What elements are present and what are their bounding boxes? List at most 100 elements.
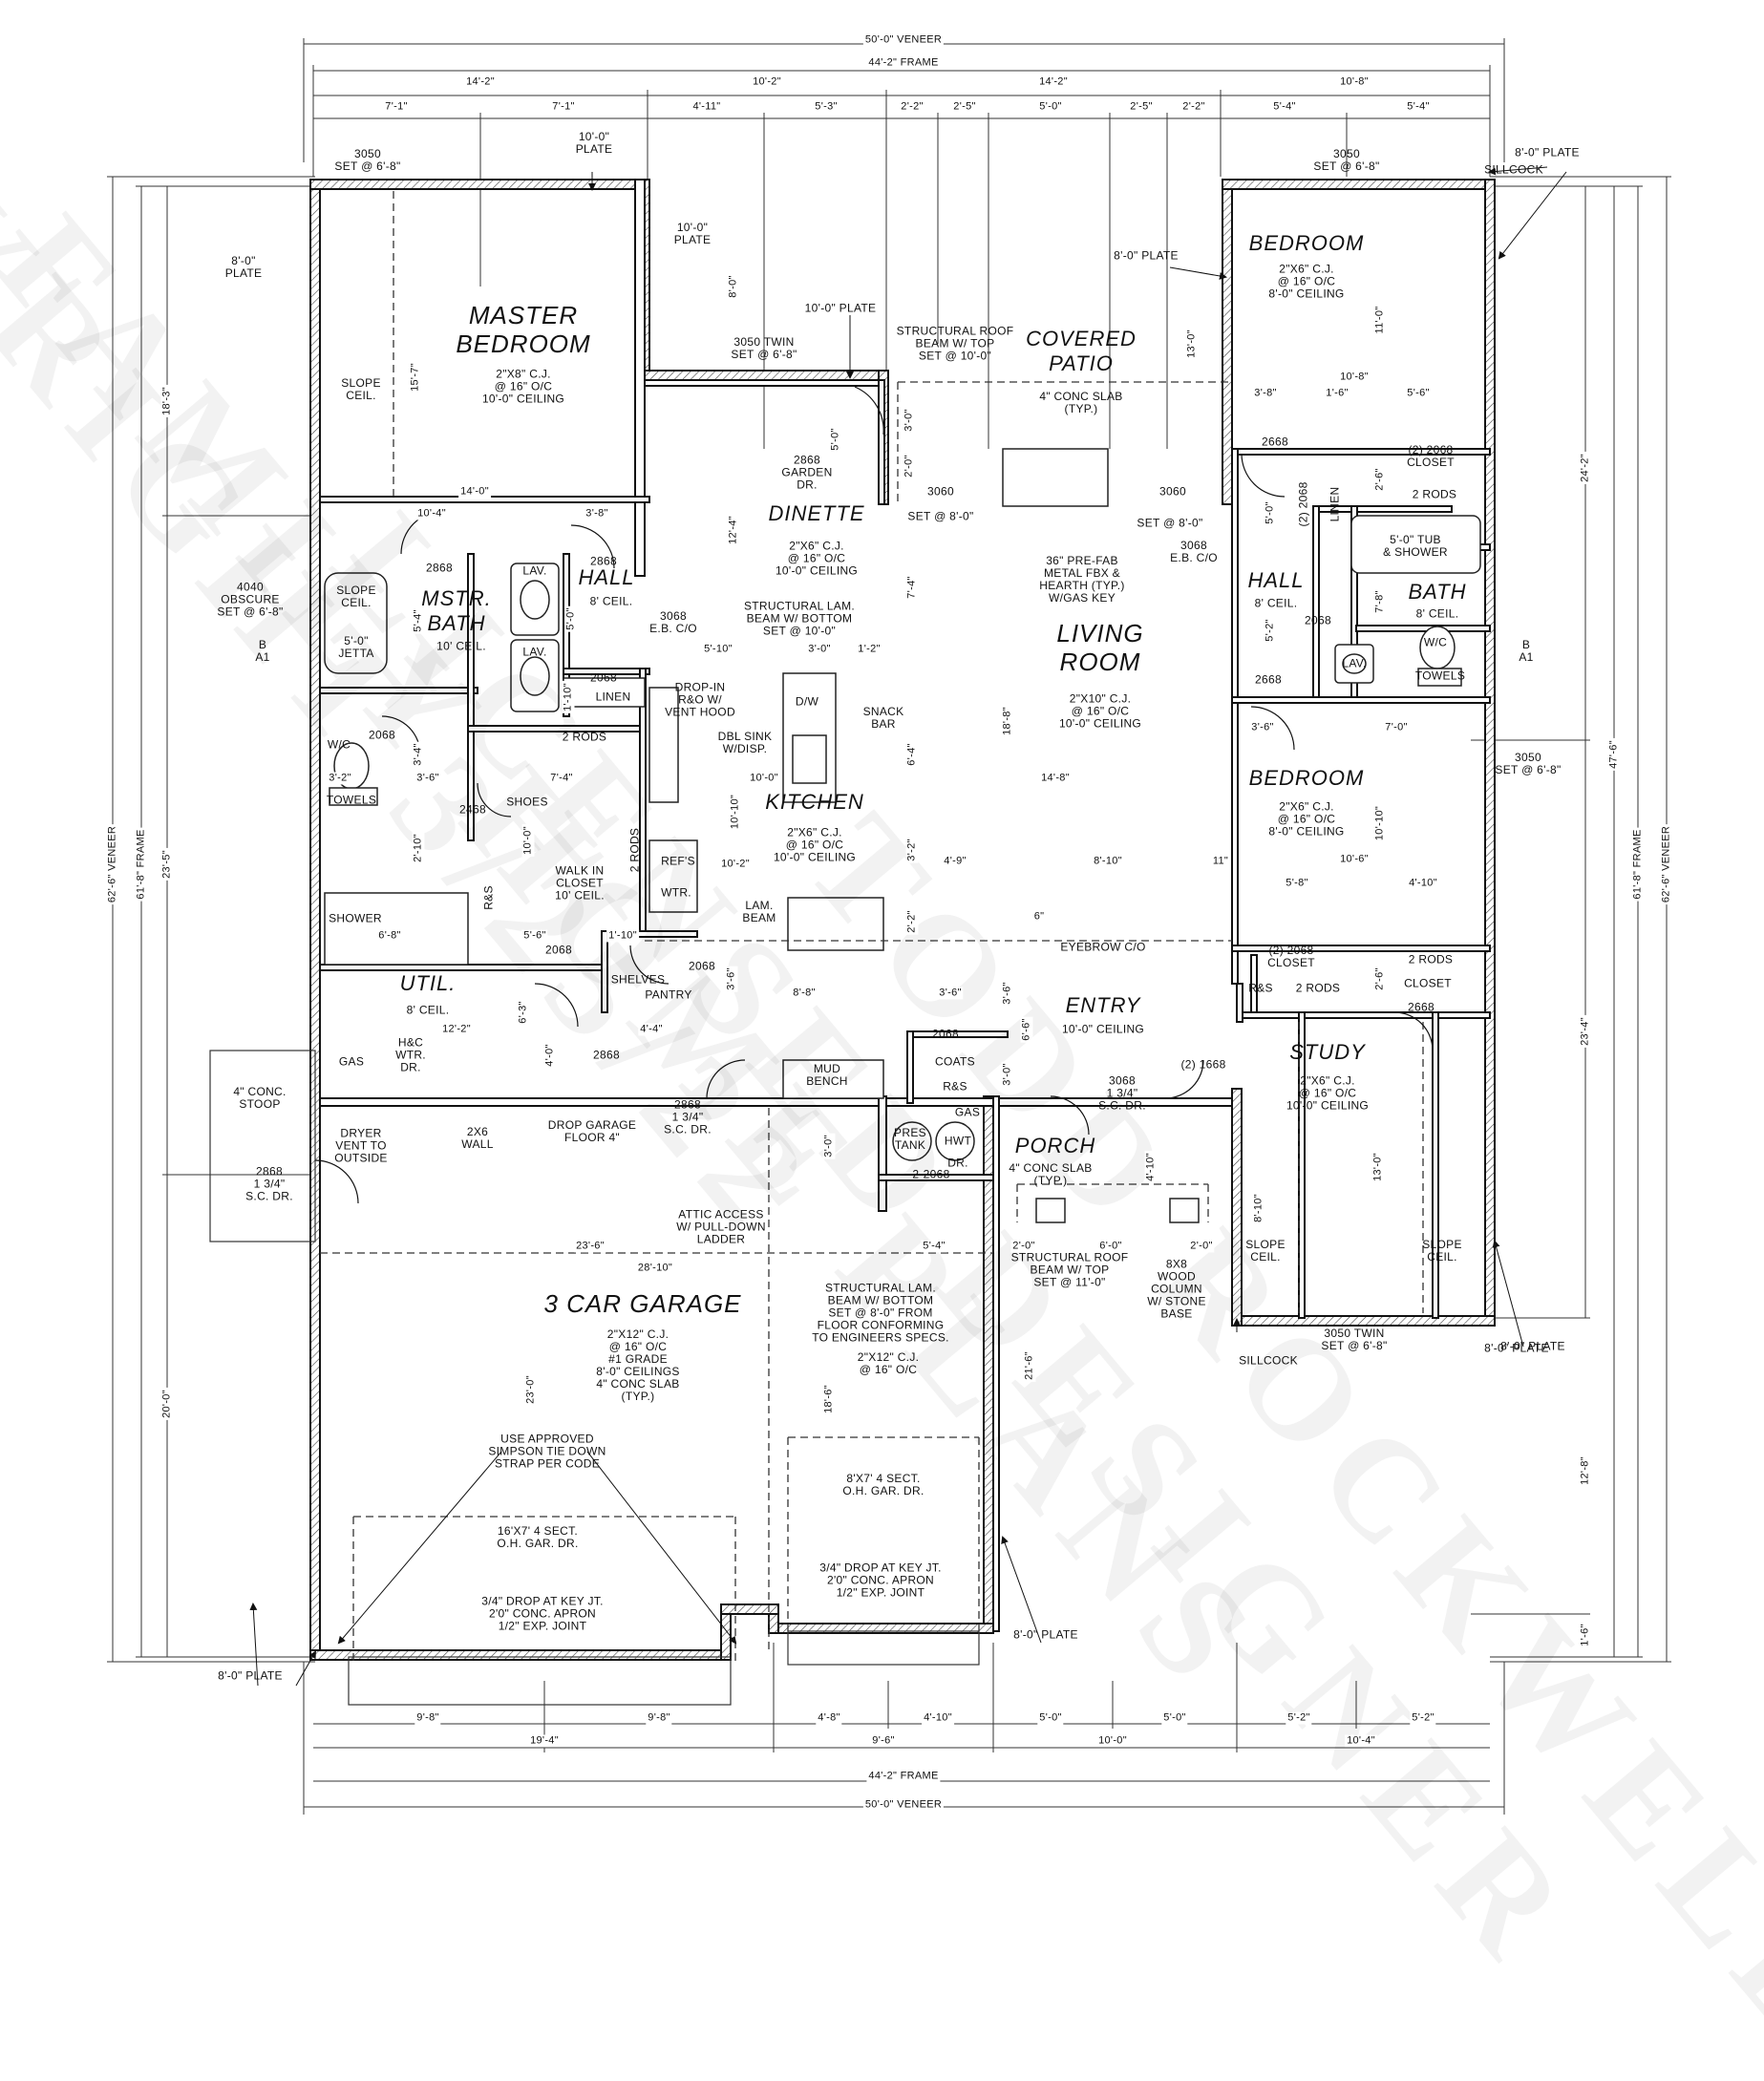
dim-bot-row3: 5'-0" <box>1161 1711 1188 1725</box>
door-2-1668: (2) 1668 <box>1180 1057 1226 1072</box>
door-2668-a: 2668 <box>1262 435 1288 449</box>
coats: COATS <box>935 1054 975 1069</box>
dim-bot-row3: 9'-8" <box>414 1711 441 1725</box>
drain-2: DR. <box>947 1156 968 1170</box>
interior-walls <box>319 179 1491 1632</box>
two-rods-1: 2 RODS <box>562 730 607 744</box>
leader-arrows <box>249 166 1567 1687</box>
dbl-sink: DBL SINK W/DISP. <box>717 730 773 755</box>
gas-2: GAS <box>954 1105 981 1119</box>
window-3060-left-set: SET @ 8'-0" <box>907 509 974 523</box>
door-2068-a: 2068 <box>590 670 617 685</box>
room-hall-2: HALL <box>1247 568 1305 592</box>
dim-right-47: 47'-6" <box>1607 738 1621 771</box>
pres-tank: PRES TANK <box>894 1126 926 1152</box>
dim-top-row3: 5'-3" <box>813 100 839 114</box>
two-rods-r2: 2 RODS <box>1295 981 1341 995</box>
living-notes: 2"X10" C.J. @ 16" O/C 10'-0" CEILING <box>1058 691 1142 731</box>
door-3068-eb-left: 3068 E.B. C/O <box>649 609 697 635</box>
dim-lr-w2: 4'-9" <box>942 855 968 868</box>
eyebrow-co: EYEBROW C/O <box>1060 940 1146 954</box>
hwtr-util: H&C WTR. DR. <box>395 1035 426 1074</box>
dim-bath-h: 5'-4" <box>412 607 425 634</box>
door-2868-util: 2868 <box>593 1048 620 1062</box>
struct-roof-beam-2: STRUCTURAL ROOF BEAM W/ TOP SET @ 11'-0" <box>1010 1250 1129 1289</box>
window-4040: 4040 OBSCURE SET @ 6'-8" <box>217 580 284 619</box>
struct-lam-beam-garage: STRUCTURAL LAM. BEAM W/ BOTTOM SET @ 8'-… <box>812 1281 949 1345</box>
floor-plan <box>107 38 1671 1815</box>
pantry: PANTRY <box>645 987 692 1002</box>
linen-1: LINEN <box>595 690 631 704</box>
wall-2x6: 2X6 WALL <box>461 1125 494 1151</box>
dim-clo2-v: 2'-6" <box>1373 966 1387 992</box>
dim-lr-v: 7'-4" <box>905 574 919 601</box>
dim-din-w2: 3'-0" <box>806 643 833 656</box>
dim-lr-w3: 8'-10" <box>1092 855 1124 868</box>
window-3050-top-left: 3050 SET @ 6'-8" <box>334 147 401 173</box>
plate-8-right: 8'-0" PLATE <box>1484 1341 1549 1355</box>
door-2068-r: 2068 <box>1305 613 1331 627</box>
dim-br1-w: 10'-8" <box>1338 371 1371 384</box>
dim-overall-veneer-top: 50'-0" VENEER <box>862 33 945 47</box>
dim-bot-row2: 10'-0" <box>1096 1734 1129 1748</box>
section-marker-right: B A1 <box>1519 638 1534 664</box>
dashed-lines <box>320 191 1424 1662</box>
dim-e-v2: 6'-6" <box>1020 1016 1033 1043</box>
dim-mb-w2: 10'-4" <box>415 507 448 520</box>
top-dimension-lines <box>303 38 1505 449</box>
room-mstr-bath: MSTR. BATH <box>421 586 492 635</box>
slope-ceil-jetta: SLOPE CEIL. <box>336 584 376 609</box>
window-3050-twin-br: 3050 TWIN SET @ 6'-8" <box>1321 1327 1388 1352</box>
dim-study-h: 13'-0" <box>1371 1151 1385 1183</box>
dim-mb-w: 14'-0" <box>458 485 491 499</box>
two-rods-r1: 2 RODS <box>1412 487 1457 501</box>
dim-br2-h: 10'-10" <box>1373 803 1387 843</box>
room-dinette: DINETTE <box>768 501 865 525</box>
dim-right-seg: 12'-8" <box>1579 1455 1592 1487</box>
dim-bot-row2: 10'-4" <box>1345 1734 1377 1748</box>
dim-porch-v: 4'-10" <box>1144 1151 1158 1183</box>
dim-k-w2: 10'-2" <box>719 858 752 871</box>
window-3060-right-set: SET @ 8'-0" <box>1137 516 1203 530</box>
door-2068-pantry: 2068 <box>689 959 715 973</box>
door-3068-sc: 3068 1 3/4" S.C. DR. <box>1098 1073 1146 1113</box>
window-3050-top-right: 3050 SET @ 6'-8" <box>1313 147 1380 173</box>
dim-top-row3: 4'-11" <box>691 100 723 114</box>
room-study: STUDY <box>1289 1040 1366 1064</box>
dim-br2-s4: 4'-10" <box>1407 877 1439 890</box>
wc-1: W/C <box>327 737 351 752</box>
towels-1: TOWELS <box>326 793 377 807</box>
garage-notes-2: 2"X12" C.J. @ 16" O/C <box>857 1350 920 1376</box>
simpson-strap: USE APPROVED SIMPSON TIE DOWN STRAP PER … <box>488 1432 606 1471</box>
closet-3: CLOSET <box>1404 976 1452 990</box>
dim-porch-w: 6'-0" <box>1097 1240 1124 1253</box>
sillcock-top-right: SILLCOCK <box>1484 162 1543 177</box>
dim-util-h: 6'-3" <box>517 999 530 1026</box>
dryer-vent: DRYER VENT TO OUTSIDE <box>334 1126 388 1165</box>
dim-top-row3: 2'-2" <box>1180 100 1207 114</box>
covered-patio-note: 4" CONC SLAB (TYP.) <box>1039 390 1123 415</box>
study-notes: 2"X6" C.J. @ 16" O/C 10'-0" CEILING <box>1286 1073 1370 1113</box>
plate-8-top-right: 8'-0" PLATE <box>1515 145 1580 159</box>
hall-1-ceil: 8' CEIL. <box>589 594 633 608</box>
dim-br2-w: 10'-6" <box>1338 853 1371 866</box>
dim-linen-v: 1'-10" <box>562 681 575 713</box>
dim-porch-s1: 2'-0" <box>1010 1240 1037 1253</box>
dim-top-row2: 10'-2" <box>751 75 783 89</box>
dim-util-s: 4'-4" <box>638 1023 665 1036</box>
dim-eyebrow-6: 6" <box>1031 910 1047 924</box>
dim-g-h: 23'-0" <box>524 1373 538 1406</box>
dim-bot-row2: 19'-4" <box>528 1734 561 1748</box>
garage-door-8: 8'X7' 4 SECT. O.H. GAR. DR. <box>842 1472 925 1497</box>
dim-left-seg: 20'-0" <box>160 1388 174 1420</box>
dim-bot-row3: 5'-2" <box>1286 1711 1312 1725</box>
dim-g-v3: 3'-0" <box>822 1133 836 1159</box>
dim-wc-v: 3'-4" <box>412 741 425 768</box>
dim-br1-h: 11'-0" <box>1373 304 1387 336</box>
mstr-bath-ceil: 10' CEIL. <box>436 639 486 653</box>
room-bedroom-2: BEDROOM <box>1248 766 1365 790</box>
dim-right-seg: 1'-6" <box>1579 1622 1592 1648</box>
dim-clo-v: 2'-6" <box>1373 466 1387 493</box>
dim-top-row3: 7'-1" <box>383 100 410 114</box>
dim-top-row3: 2'-5" <box>1128 100 1155 114</box>
